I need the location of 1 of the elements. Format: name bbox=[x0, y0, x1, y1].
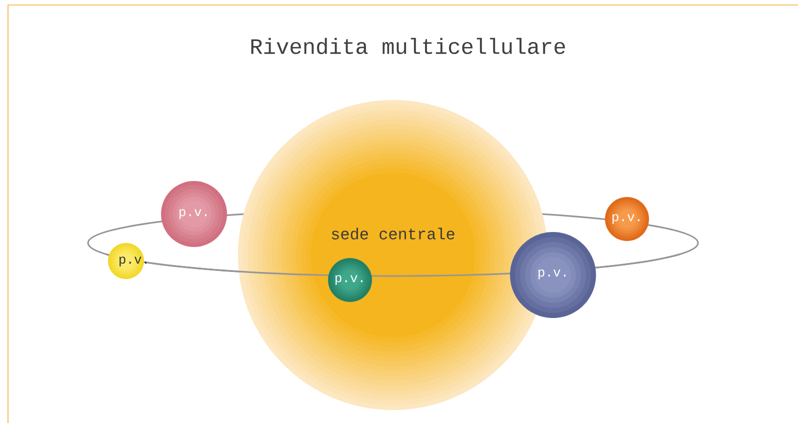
title: Rivendita multicellulare bbox=[251, 38, 565, 54]
